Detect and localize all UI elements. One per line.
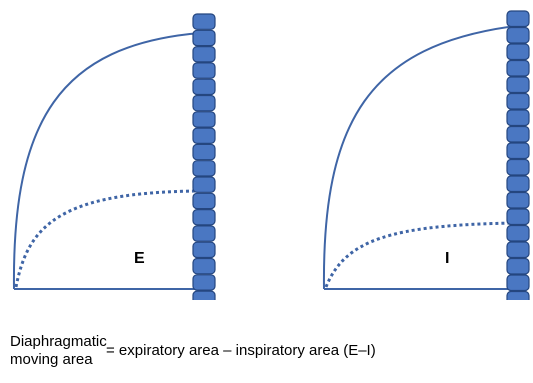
vertebra-segment <box>506 125 530 143</box>
vertebra-segment <box>192 111 216 128</box>
term-line-1: Diaphragmatic <box>10 333 107 350</box>
vertebra-segment <box>506 191 530 209</box>
vertebra-segment <box>192 13 216 30</box>
vertebra-segment <box>192 257 216 275</box>
vertebra-segment <box>506 59 530 77</box>
vertebra-segment <box>506 43 530 61</box>
vertebra-segment <box>192 62 216 79</box>
vertebra-segment <box>506 158 530 176</box>
vertebra-segment <box>192 225 216 242</box>
vertebra-segment <box>506 208 530 226</box>
vertebra-segment <box>506 257 530 275</box>
term-line-2: moving area <box>10 351 93 368</box>
panel-expiration: E <box>12 13 216 300</box>
spine-column <box>506 10 530 300</box>
vertebra-segment <box>506 274 530 292</box>
vertebra-segment <box>506 92 530 110</box>
vertebra-segment <box>506 26 530 44</box>
chest-wall-curve <box>12 32 201 290</box>
vertebra-segment <box>506 224 530 242</box>
vertebra-segment <box>192 78 216 96</box>
vertebra-segment <box>192 127 216 145</box>
vertebra-segment <box>192 143 216 161</box>
vertebra-segment <box>192 45 216 63</box>
vertebra-segment <box>192 274 216 291</box>
panel-inspiration: I <box>322 10 530 300</box>
vertebra-segment <box>506 241 530 259</box>
vertebra-segment <box>506 175 530 193</box>
vertebra-segment <box>192 192 216 210</box>
spine-column <box>192 13 216 300</box>
panel-label-i: I <box>445 250 449 267</box>
vertebra-segment <box>192 176 216 193</box>
vertebra-segment <box>506 76 530 94</box>
vertebra-segment <box>192 290 216 300</box>
vertebra-segment <box>506 10 530 28</box>
formula-term: Diaphragmatic moving area <box>10 333 107 369</box>
vertebra-segment <box>192 209 216 226</box>
diaphragm-dotted-curve <box>14 189 201 288</box>
vertebra-segment <box>506 142 530 160</box>
chest-wall-curve <box>322 25 516 290</box>
vertebra-segment <box>506 109 530 127</box>
vertebra-segment <box>192 160 216 177</box>
formula-equation: = expiratory area – inspiratory area (E–… <box>106 342 376 359</box>
panel-label-e: E <box>134 250 145 267</box>
vertebra-segment <box>192 29 216 47</box>
vertebra-segment <box>192 94 216 112</box>
vertebra-segment <box>192 241 216 259</box>
diaphragm-diagram: E I <box>12 10 530 300</box>
formula: Diaphragmatic moving area = expiratory a… <box>10 333 530 381</box>
vertebra-segment <box>506 290 530 300</box>
diaphragm-dotted-curve <box>324 221 516 288</box>
